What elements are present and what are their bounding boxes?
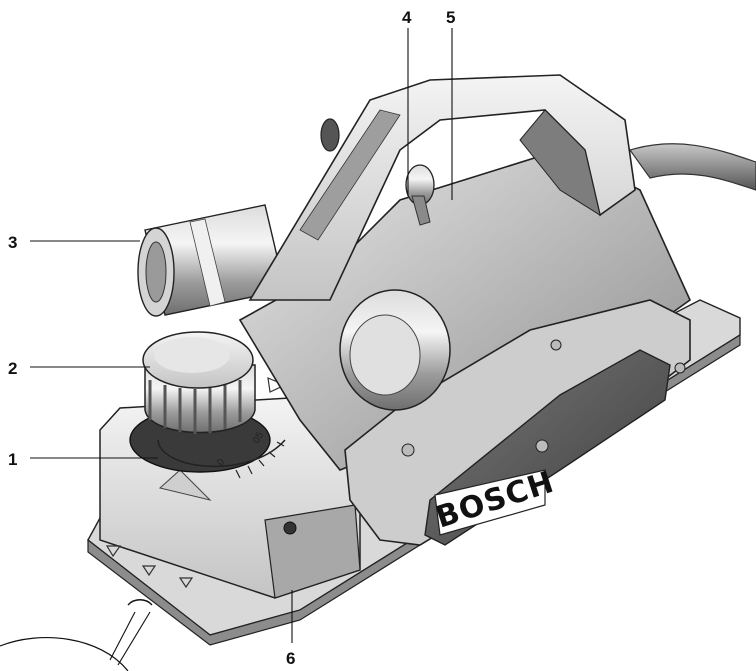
depth-knob[interactable] <box>129 331 271 473</box>
side-cover <box>344 299 691 546</box>
scale-label-zero: 0 <box>215 457 228 468</box>
callout-3: 3 <box>8 233 17 252</box>
power-cord <box>629 143 756 191</box>
callout-1: 1 <box>8 450 17 469</box>
callout-6: 6 <box>286 649 295 668</box>
front-boss <box>339 289 451 411</box>
depth-scale: 0 05 <box>157 430 286 479</box>
callout-5: 5 <box>446 8 455 27</box>
callout-4: 4 <box>402 8 412 27</box>
motor-housing <box>238 149 692 471</box>
scale-label-05: 05 <box>251 430 266 446</box>
chip-ejector <box>137 204 286 317</box>
callout-2: 2 <box>8 359 17 378</box>
detail-circle <box>0 637 129 671</box>
